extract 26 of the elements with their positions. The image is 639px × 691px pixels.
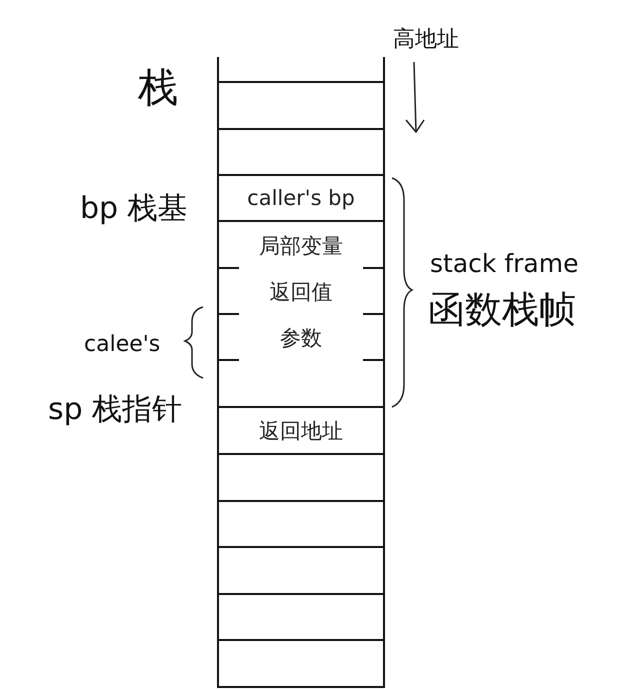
label-text: calee's	[84, 333, 160, 358]
cell-text: 参数	[280, 325, 322, 352]
stack-cell	[217, 502, 385, 548]
stack-cell	[217, 83, 385, 130]
stack-cell	[217, 641, 385, 688]
label-text: bp 栈基	[80, 192, 188, 225]
label-text: stack frame	[430, 250, 578, 278]
stack-cell	[217, 361, 385, 408]
stack-cell	[217, 548, 385, 595]
stack-cell	[217, 176, 385, 222]
label-text: 栈	[138, 66, 178, 110]
stack-cell	[217, 595, 385, 641]
stack-cell	[217, 57, 385, 83]
cell-text: 返回值	[270, 279, 332, 306]
cell-text: caller's bp	[247, 186, 355, 210]
stack-cell	[217, 408, 385, 455]
stack-cell	[217, 130, 385, 176]
stack-cell	[217, 315, 385, 361]
stack-cell	[217, 455, 385, 502]
cell-text: 局部变量	[259, 232, 343, 260]
cell-text: 返回地址	[259, 418, 343, 444]
label-text: 函数栈帧	[428, 290, 576, 331]
label-text: sp 栈指针	[48, 393, 182, 426]
stack-cell	[217, 269, 385, 315]
stack-cell	[217, 222, 385, 269]
label-text: 高地址	[393, 28, 459, 52]
